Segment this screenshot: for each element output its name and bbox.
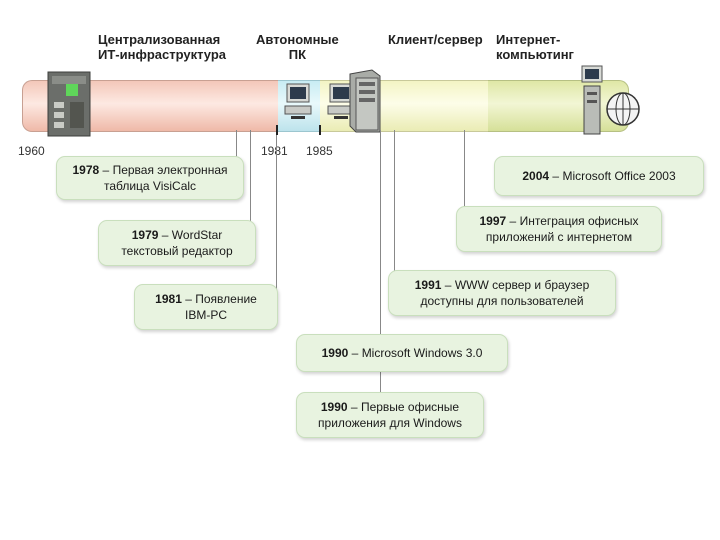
event-box-2004: 2004 – Microsoft Office 2003 xyxy=(494,156,704,196)
personal-computer-icon xyxy=(284,83,312,119)
era-label-client-server: Клиент/сервер xyxy=(388,32,483,47)
connector-1979 xyxy=(250,130,251,224)
event-box-1990-windows: 1990 – Microsoft Windows 3.0 xyxy=(296,334,508,372)
connector-1981 xyxy=(276,135,277,289)
mainframe-icon xyxy=(47,71,91,137)
connector-1978 xyxy=(236,130,237,160)
personal-computer-icon-2 xyxy=(327,83,355,119)
server-tower-icon xyxy=(349,69,381,133)
timeline-segment-internet xyxy=(488,80,629,132)
connector-1991 xyxy=(394,130,395,272)
year-label-1960: 1960 xyxy=(18,144,45,158)
connector-1997 xyxy=(464,130,465,208)
tick-1985 xyxy=(319,125,321,135)
internet-workstation-icon xyxy=(581,65,603,135)
globe-icon xyxy=(606,92,640,126)
tick-1981 xyxy=(276,125,278,135)
era-label-internet-computing: Интернет-компьютинг xyxy=(496,32,574,62)
connector-1990-office xyxy=(380,372,381,394)
connector-1990-windows xyxy=(380,130,381,338)
year-label-1985: 1985 xyxy=(306,144,333,158)
year-label-1981: 1981 xyxy=(261,144,288,158)
